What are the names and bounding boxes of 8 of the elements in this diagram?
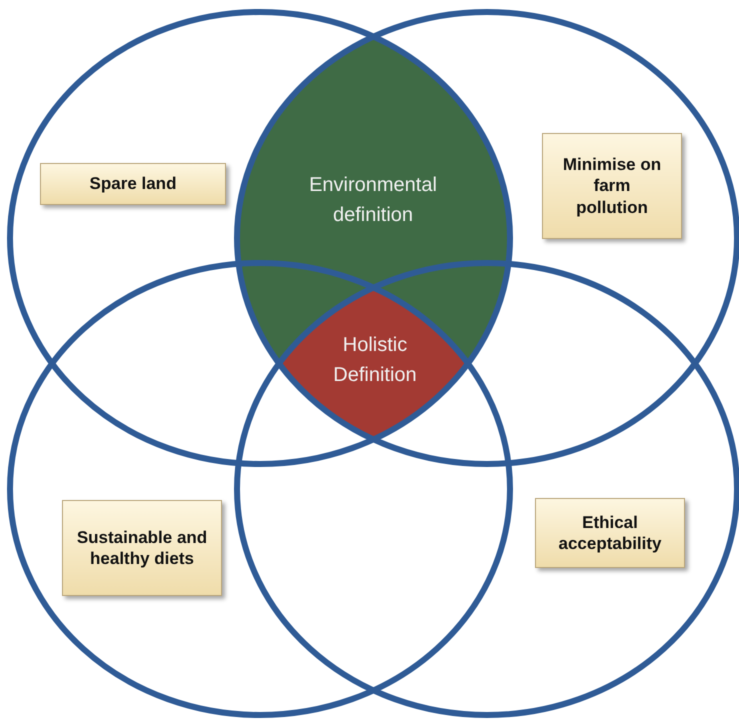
label-box: Minimise on farm pollution: [542, 133, 682, 239]
label-box: Sustainable and healthy diets: [62, 500, 222, 596]
label-box: Ethical acceptability: [535, 498, 685, 568]
set-circle: [7, 9, 513, 467]
set-circle: [7, 260, 513, 718]
label-box: Spare land: [40, 163, 226, 205]
region-label: Environmental definition: [308, 173, 438, 228]
region-label: Holistic Definition: [332, 333, 418, 388]
